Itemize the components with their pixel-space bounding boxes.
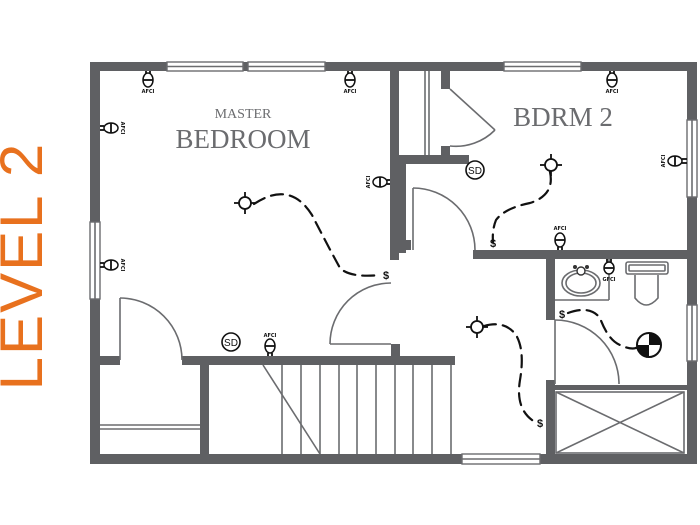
- room-label-master-line2: BEDROOM: [175, 124, 310, 154]
- stairs: [262, 364, 452, 455]
- afci-outlet-icon: AFCI: [344, 71, 357, 95]
- ceiling-light-icon: [234, 192, 256, 214]
- svg-text:AFCI: AFCI: [119, 122, 125, 135]
- svg-text:$: $: [490, 238, 496, 250]
- svg-text:SD: SD: [468, 166, 482, 177]
- svg-text:AFCI: AFCI: [344, 89, 357, 95]
- afci-outlet-icon: AFCI: [100, 259, 125, 272]
- svg-text:AFCI: AFCI: [264, 333, 277, 339]
- svg-text:AFCI: AFCI: [606, 89, 619, 95]
- windows: [89, 61, 698, 465]
- afci-outlet-icon: AFCI: [264, 333, 277, 356]
- ceiling-light-icon: [540, 154, 562, 176]
- exhaust-fan-icon: [636, 332, 662, 358]
- afci-outlet-icon: AFCI: [606, 71, 619, 95]
- afci-outlet-icon: AFCI: [366, 175, 390, 188]
- svg-text:$: $: [383, 270, 389, 282]
- svg-text:AFCI: AFCI: [142, 89, 155, 95]
- shower: [555, 391, 685, 454]
- sink: [555, 259, 610, 301]
- afci-outlet-icon: AFCI: [554, 226, 567, 250]
- svg-text:$: $: [537, 418, 543, 430]
- svg-text:AFCI: AFCI: [366, 175, 372, 188]
- svg-text:$: $: [559, 309, 565, 321]
- wiring: [252, 170, 642, 424]
- room-label-bdrm2: BDRM 2: [513, 102, 613, 132]
- svg-text:AFCI: AFCI: [661, 154, 667, 167]
- afci-outlet-icon: AFCI: [100, 122, 125, 135]
- afci-outlet-icon: AFCI: [142, 71, 155, 95]
- afci-outlet-icon: AFCI: [661, 154, 687, 167]
- closet-rod: [424, 71, 430, 155]
- room-label-master-line1: MASTER: [215, 107, 272, 122]
- gfci-outlet-icon: GFCI: [602, 259, 616, 283]
- svg-text:GFCI: GFCI: [602, 277, 615, 283]
- toilet: [625, 261, 669, 306]
- svg-text:SD: SD: [224, 338, 238, 349]
- closet-shelf: [100, 424, 200, 430]
- smoke-detector-icon: SD: [465, 160, 485, 180]
- svg-text:AFCI: AFCI: [119, 259, 125, 272]
- ceiling-light-icon: [466, 316, 488, 338]
- svg-text:AFCI: AFCI: [554, 226, 567, 232]
- doors: [119, 88, 620, 385]
- switch-icon: $ $ $ $: [383, 238, 565, 430]
- smoke-detector-icon: SD: [221, 332, 241, 352]
